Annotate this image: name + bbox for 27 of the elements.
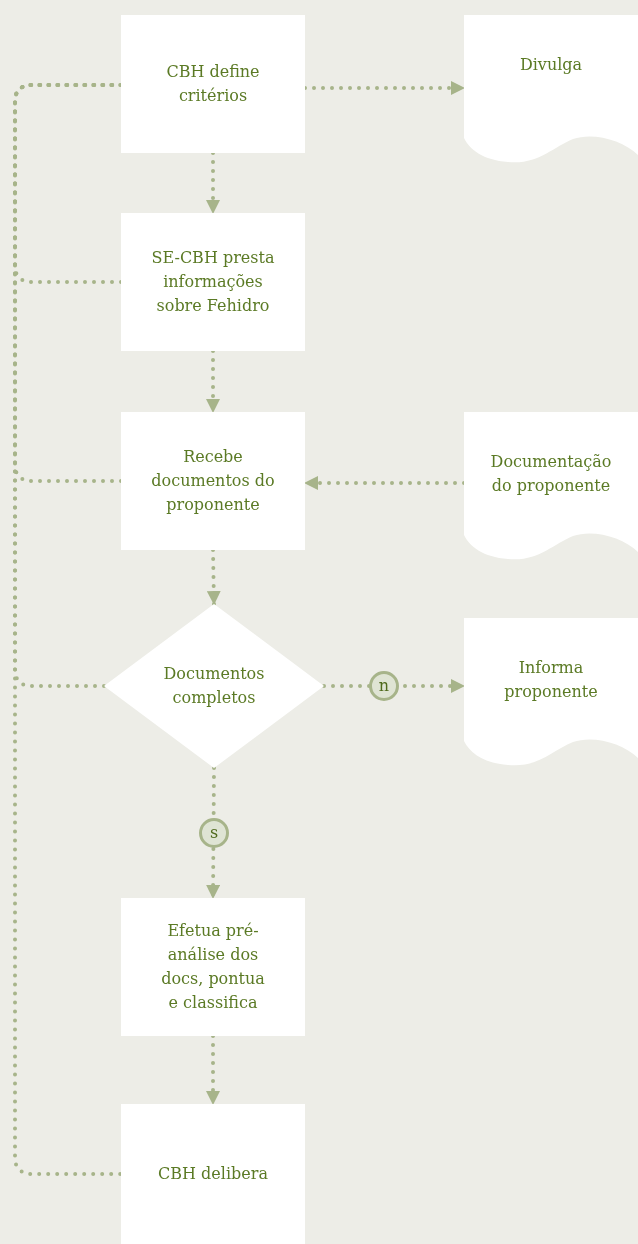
dotted-arrow <box>206 1034 220 1106</box>
document-shape <box>464 15 638 165</box>
node-text: Informa proponente <box>503 657 599 703</box>
process-box <box>121 1104 305 1244</box>
dotted-arrow <box>206 766 221 900</box>
node-text: Efetua pré-análise dos docs, pontua e classifica <box>160 920 266 1014</box>
process-box <box>121 15 305 153</box>
dotted-connector <box>13 83 123 483</box>
process-box <box>121 213 305 351</box>
node-text: Recebe documentos do proponente <box>150 446 276 516</box>
node-text: SE-CBH presta informações sobre Fehidro <box>150 247 276 317</box>
dotted-arrow <box>322 679 466 693</box>
document-shape <box>464 412 638 562</box>
node-text: Documentos completos <box>162 663 266 709</box>
dotted-arrow <box>206 548 221 606</box>
node-text: Documentação do proponente <box>489 451 613 497</box>
edge-label: n <box>369 671 399 701</box>
node-text: Divulga <box>518 54 584 76</box>
process-box <box>121 898 305 1036</box>
node-text: CBH define critérios <box>165 61 261 107</box>
dotted-arrow <box>206 151 220 215</box>
document-shape <box>464 618 638 768</box>
node-text: CBH delibera <box>157 1163 269 1185</box>
process-box <box>121 412 305 550</box>
decision-diamond <box>104 604 324 768</box>
dotted-arrow <box>206 349 220 414</box>
edge-label: s <box>199 818 229 848</box>
